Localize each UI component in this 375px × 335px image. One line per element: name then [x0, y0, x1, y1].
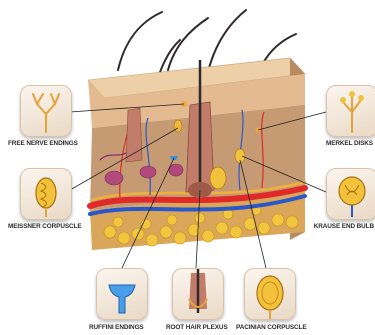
krause-end-bulb-thumbnail	[326, 168, 375, 220]
ruffini-endings-thumbnail	[96, 268, 148, 320]
root-hair-plexus-thumbnail	[172, 268, 224, 320]
meissner-corpuscle-in-skin	[174, 120, 182, 132]
merkel-disks-thumbnail	[326, 85, 375, 137]
label-merkel-disks: MERKEL DISKS	[326, 140, 373, 147]
pacinian-corpuscle-in-skin	[210, 167, 226, 189]
label-meissner-corpuscle: MEISSNER CORPUSCLE	[8, 223, 81, 230]
free-nerve-endings-thumbnail	[20, 85, 72, 137]
label-ruffini-endings: RUFFINI ENDINGS	[89, 324, 144, 331]
pacinian-corpuscle-thumbnail	[244, 268, 296, 320]
label-pacinian-corpuscle: PACINIAN CORPUSCLE	[236, 324, 307, 331]
label-free-nerve-endings: FREE NERVE ENDINGS	[8, 140, 78, 147]
label-root-hair-plexus: ROOT HAIR PLEXUS	[166, 324, 228, 331]
label-krause-end-bulb: KRAUSE END BULB	[314, 223, 374, 230]
meissner-corpuscle-thumbnail	[20, 168, 72, 220]
